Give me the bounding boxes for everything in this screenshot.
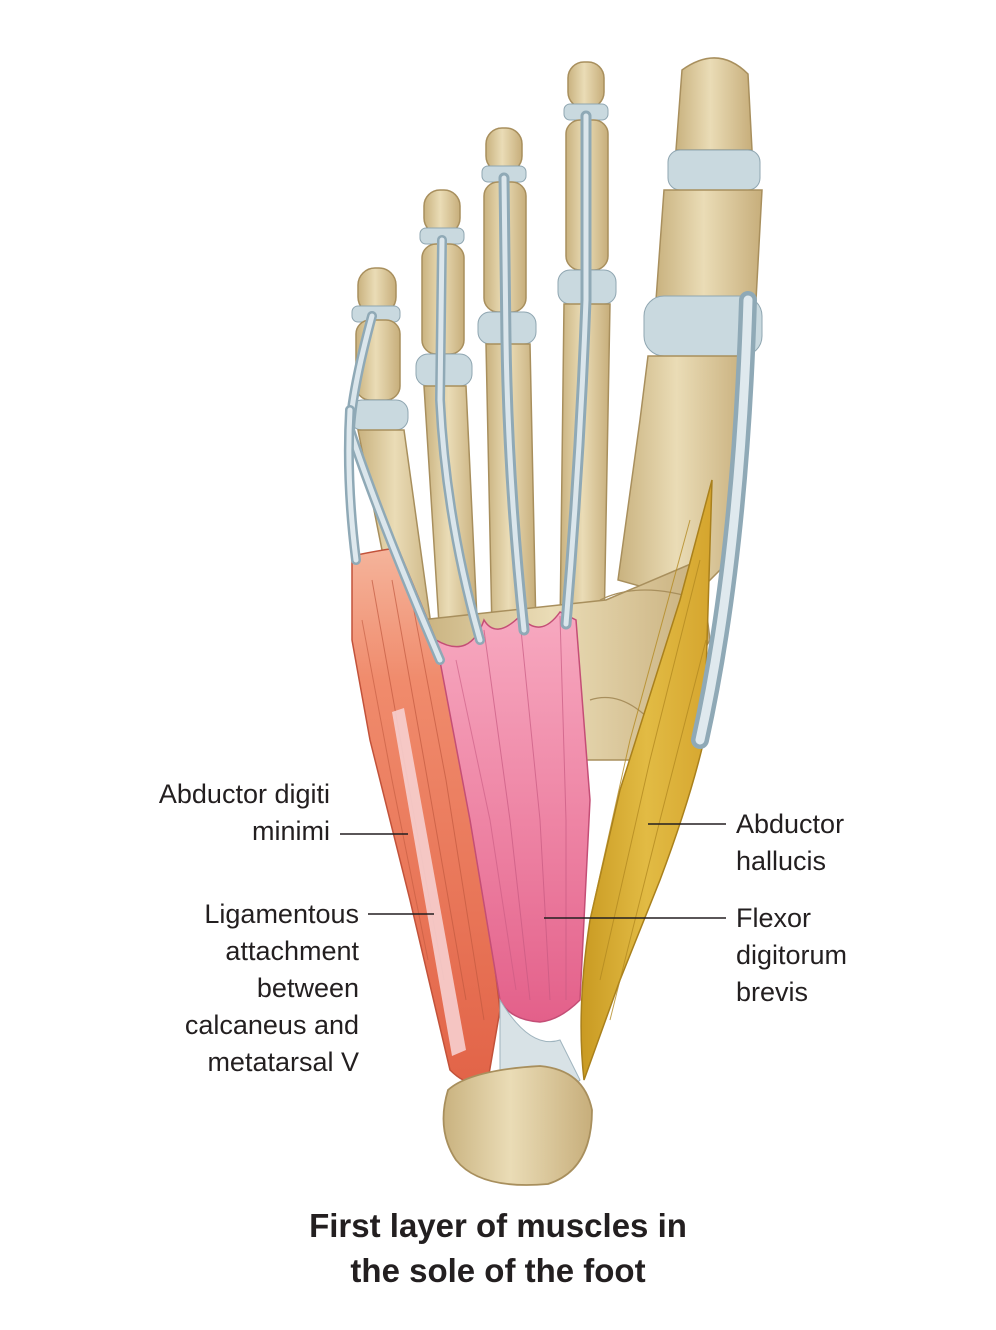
ligamentous-attachment-band — [392, 708, 466, 1056]
leader-lines — [340, 823, 726, 919]
big-toe — [617, 57, 763, 601]
label-line: between — [256, 973, 359, 1003]
label-ligamentous-attachment: Ligamentous attachment between calcaneus… — [185, 896, 359, 1081]
label-line: metatarsal V — [207, 1047, 359, 1077]
label-line: digitorum — [736, 940, 848, 970]
flexor-tendons — [343, 110, 757, 749]
label-flexor-digitorum-brevis: Flexor digitorum brevis — [736, 900, 847, 1011]
label-line: brevis — [736, 977, 809, 1007]
flexor-digitorum-brevis-muscle — [434, 611, 591, 1023]
label-line: minimi — [252, 816, 330, 846]
label-line: Ligamentous — [204, 899, 359, 929]
label-line: calcaneus and — [184, 1010, 359, 1040]
fourth-toe — [415, 189, 479, 641]
label-line: hallucis — [736, 846, 827, 876]
caption-line: the sole of the foot — [350, 1252, 646, 1289]
label-abductor-digiti-minimi: Abductor digiti minimi — [159, 776, 330, 850]
label-line: Flexor — [736, 903, 812, 933]
label-abductor-hallucis: Abductor hallucis — [736, 806, 844, 880]
abductor-hallucis-muscle — [580, 479, 713, 1081]
figure-caption: First layer of muscles in the sole of th… — [0, 1203, 996, 1293]
caption-line: First layer of muscles in — [309, 1207, 687, 1244]
abductor-digiti-minimi-muscle — [351, 547, 501, 1085]
label-line: attachment — [225, 936, 359, 966]
calcaneus — [442, 998, 593, 1186]
label-line: Abductor digiti — [158, 779, 330, 809]
label-line: Abductor — [736, 809, 845, 839]
